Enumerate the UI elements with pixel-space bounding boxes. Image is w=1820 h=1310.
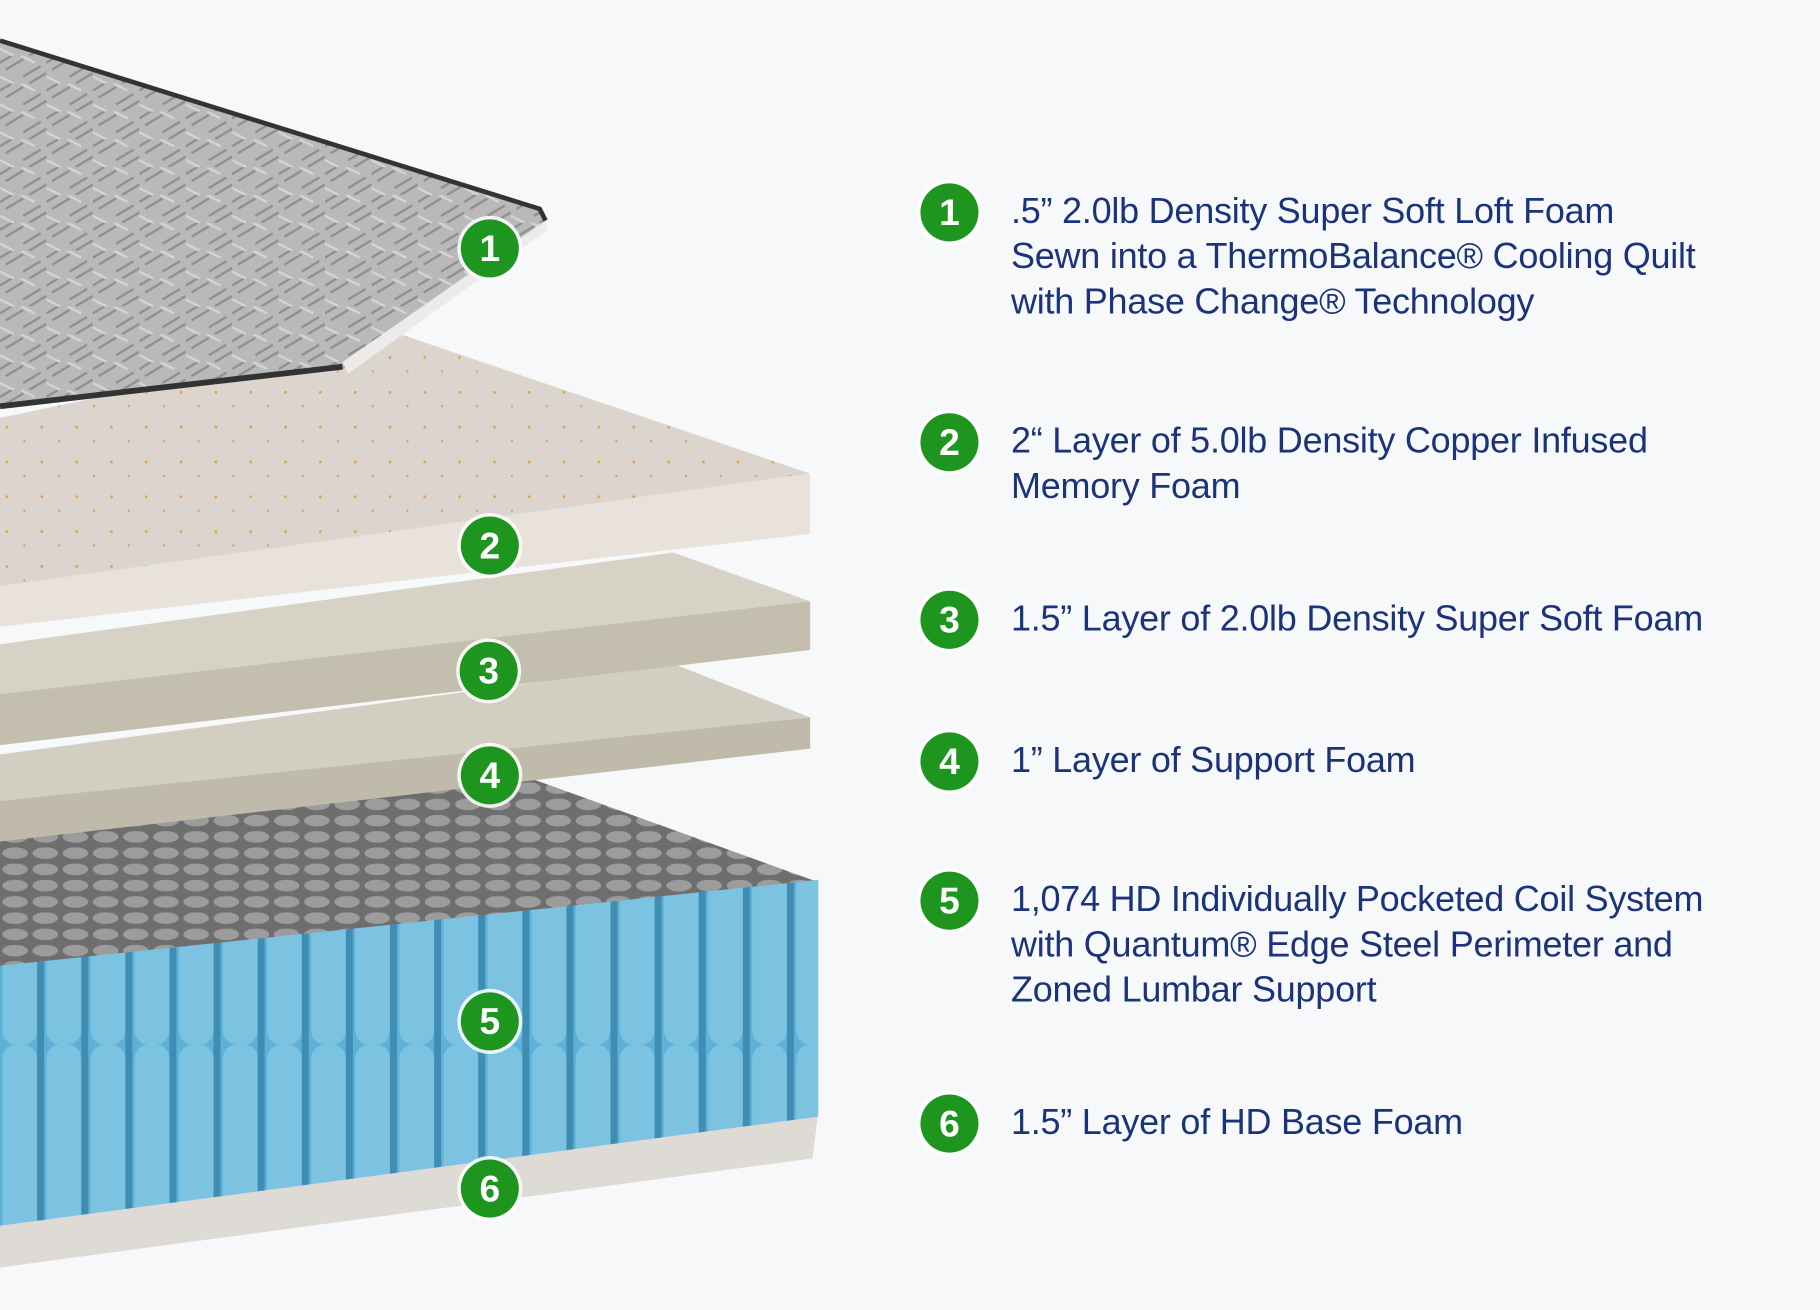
layer-2-edge bbox=[0, 473, 811, 627]
legend-line: with Phase Change® Technology bbox=[1010, 280, 1535, 322]
legend-line: with Quantum® Edge Steel Perimeter and bbox=[1010, 923, 1673, 965]
layer-4-edge bbox=[0, 717, 811, 842]
layer-4-support-foam bbox=[0, 663, 811, 801]
legend-badge: 2 bbox=[920, 413, 979, 472]
layer-marker-2: 2 bbox=[460, 516, 519, 575]
mattress-illustration bbox=[0, 38, 819, 1268]
legend-text: .5” 2.0lb Density Super Soft Loft Foam S… bbox=[1011, 188, 1696, 324]
legend-badge: 1 bbox=[920, 183, 979, 242]
legend-line: 1,074 HD Individually Pocketed Coil Syst… bbox=[1010, 878, 1704, 920]
legend-item-6: 6 1.5” Layer of HD Base Foam bbox=[920, 1094, 1463, 1153]
layer-marker-4: 4 bbox=[460, 746, 519, 805]
legend-line: 1.5” Layer of 2.0lb Density Super Soft F… bbox=[1010, 597, 1703, 639]
layer-marker-5: 5 bbox=[460, 992, 519, 1051]
layer-5-coil-top bbox=[0, 775, 819, 970]
layer-1-quilt bbox=[0, 40, 546, 407]
layer-3-edge bbox=[0, 601, 811, 746]
legend-line: 1.5” Layer of HD Base Foam bbox=[1010, 1101, 1463, 1143]
legend-item-5: 5 1,074 HD Individually Pocketed Coil Sy… bbox=[920, 871, 1703, 1012]
legend-line: 1” Layer of Support Foam bbox=[1010, 739, 1416, 780]
layer-6-base-foam bbox=[0, 1111, 819, 1268]
legend-line: Zoned Lumbar Support bbox=[1010, 969, 1377, 1010]
legend-badge: 3 bbox=[920, 590, 979, 649]
layer-marker-3: 3 bbox=[459, 641, 518, 700]
layer-5-coil-front bbox=[0, 879, 819, 1226]
legend-badge: 6 bbox=[920, 1094, 979, 1153]
legend-text: 2“ Layer of 5.0lb Density Copper Infused… bbox=[1011, 418, 1648, 509]
legend-badge: 5 bbox=[920, 871, 979, 930]
legend-line: 2“ Layer of 5.0lb Density Copper Infused bbox=[1010, 420, 1648, 461]
legend-text: 1.5” Layer of HD Base Foam bbox=[1011, 1099, 1463, 1144]
legend-text: 1,074 HD Individually Pocketed Coil Syst… bbox=[1011, 876, 1703, 1012]
legend-line: Memory Foam bbox=[1010, 465, 1241, 507]
legend-badge: 4 bbox=[920, 732, 979, 791]
legend-line: Sewn into a ThermoBalance® Cooling Quilt bbox=[1010, 235, 1696, 277]
layer-marker-1: 1 bbox=[460, 219, 519, 278]
layer-3-soft-foam bbox=[0, 552, 811, 695]
legend-item-3: 3 1.5” Layer of 2.0lb Density Super Soft… bbox=[920, 590, 1703, 649]
layer-2-copper-foam bbox=[0, 334, 811, 587]
legend-item-4: 4 1” Layer of Support Foam bbox=[920, 732, 1416, 791]
layer-marker-6: 6 bbox=[460, 1159, 519, 1218]
legend-item-2: 2 2“ Layer of 5.0lb Density Copper Infus… bbox=[920, 413, 1648, 509]
legend-text: 1” Layer of Support Foam bbox=[1010, 737, 1416, 782]
legend-line: .5” 2.0lb Density Super Soft Loft Foam bbox=[1010, 190, 1615, 231]
legend-text: 1.5” Layer of 2.0lb Density Super Soft F… bbox=[1011, 595, 1703, 640]
legend-item-1: 1 .5” 2.0lb Density Super Soft Loft Foam… bbox=[920, 183, 1696, 324]
